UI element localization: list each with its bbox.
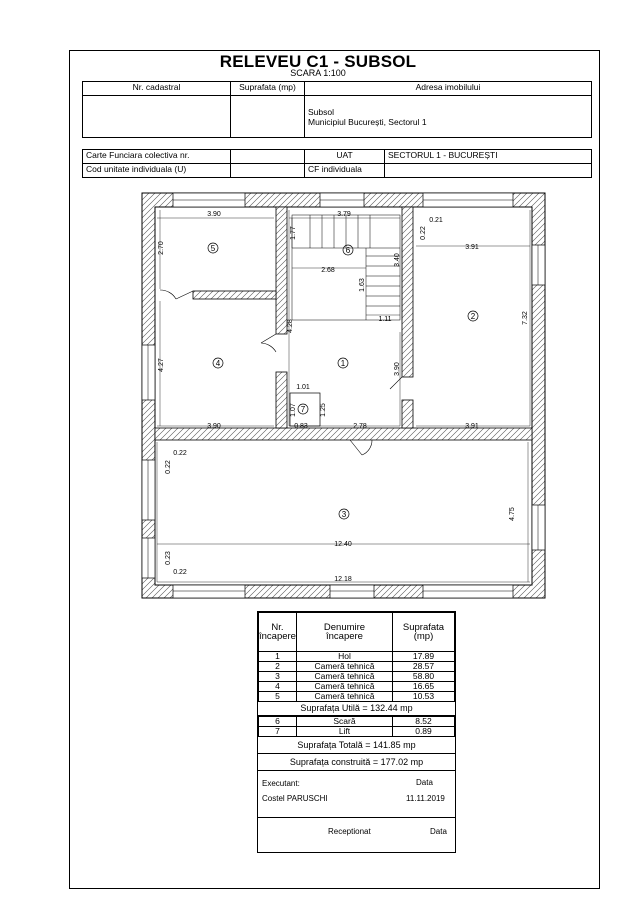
dim-r2-offset: 0.21: [429, 217, 443, 224]
dimension-lines: [156, 210, 531, 583]
receptionat-label: Receptionat: [328, 827, 371, 836]
exterior-walls: [141, 192, 546, 599]
dim-r3-off1: 0.22: [173, 450, 187, 457]
room-number-7: 7: [301, 405, 306, 414]
data-label-2: Data: [430, 827, 447, 836]
dim-r6-stair-h: 3.40: [394, 253, 401, 267]
dim-r5-width: 3.90: [207, 211, 221, 218]
dim-r3-off2: 0.22: [173, 569, 187, 576]
stairs: [291, 214, 401, 321]
address-line2: Municipiul București, Sectorul 1: [308, 116, 427, 127]
h-nr-1: Nr.: [271, 622, 284, 633]
dim-r2-width: 3.91: [465, 244, 479, 251]
dim-r6-small: 1.63: [359, 278, 366, 292]
scale-label: SCARA 1:100: [290, 68, 346, 78]
dim-r6-width: 3.79: [337, 211, 351, 218]
dim-r6-stair: 2.68: [321, 267, 335, 274]
dim-r7-h2: 1.25: [320, 403, 327, 417]
drawing-sheet: [69, 50, 600, 889]
dim-r2-offset-v: 0.22: [420, 226, 427, 240]
dim-r2-bottom: 3.91: [465, 423, 479, 430]
dim-r3-height: 4.75: [509, 507, 516, 521]
dim-r4-width: 3.90: [207, 423, 221, 430]
h-sup-2: (mp): [413, 631, 434, 642]
dimension-labels: 3.90 2.70 3.79 1.77 2.68 3.40 1.63 1.11 …: [158, 211, 529, 583]
address-line1: Subsol: [308, 106, 334, 117]
dim-r7-width: 1.01: [296, 384, 310, 391]
dim-r3-width: 12.40: [334, 541, 352, 548]
header-table: Nr. cadastral Suprafata (mp) Adresa imob…: [82, 81, 592, 138]
page-title: RELEVEU C1 - SUBSOL: [219, 52, 417, 71]
executant-date: 11.11.2019: [406, 794, 445, 803]
room-number-3: 3: [342, 510, 347, 519]
room-number-5: 5: [211, 244, 216, 253]
room-number-1: 1: [341, 359, 346, 368]
dim-r1-right: 3.90: [394, 362, 401, 376]
dim-r6-small-w: 1.11: [378, 316, 391, 323]
dim-r3-off1-v: 0.22: [165, 460, 172, 474]
dim-r1-height: 4.28: [287, 319, 294, 333]
cod-unitate-label: Cod unitate individuala (U): [82, 163, 231, 178]
dim-r7-h1: 1.07: [290, 403, 297, 417]
h-nr-2: încapere: [259, 631, 296, 642]
dim-r1-bottom: 2.78: [353, 423, 367, 430]
h-den-2: încapere: [326, 631, 363, 642]
room-number-2: 2: [471, 312, 476, 321]
executant-label: Executant:: [262, 779, 300, 788]
dim-r7-small: 0.83: [294, 423, 308, 430]
suprafata-totala: Suprafața Totală = 141.85 mp: [258, 737, 455, 754]
h-sup-1: Suprafata: [402, 622, 445, 633]
executant-name: Costel PARUSCHI: [262, 794, 328, 803]
dim-r6-side: 1.77: [290, 226, 297, 240]
dim-r4-height: 4.27: [158, 358, 165, 372]
room-number-6: 6: [346, 246, 351, 255]
doors: [159, 289, 403, 456]
lift-shaft: [289, 392, 321, 427]
cf-table: Carte Funciara colectiva nr. UAT SECTORU…: [82, 149, 592, 178]
windows: [141, 192, 546, 599]
interior-walls: [154, 206, 533, 441]
dim-r5-height: 2.70: [158, 241, 165, 255]
data-label-1: Data: [416, 778, 433, 787]
dim-r2-height: 7.32: [522, 311, 529, 325]
h-den-1: Denumire: [323, 622, 366, 633]
dim-r3-off2-v: 0.23: [165, 551, 172, 565]
room-number-4: 4: [216, 359, 221, 368]
suprafata-utila: Suprafața Utilă = 132.44 mp: [258, 702, 455, 716]
dim-r3-bottom: 12.18: [334, 576, 352, 583]
suprafata-construita: Suprafața construită = 177.02 mp: [258, 754, 455, 771]
